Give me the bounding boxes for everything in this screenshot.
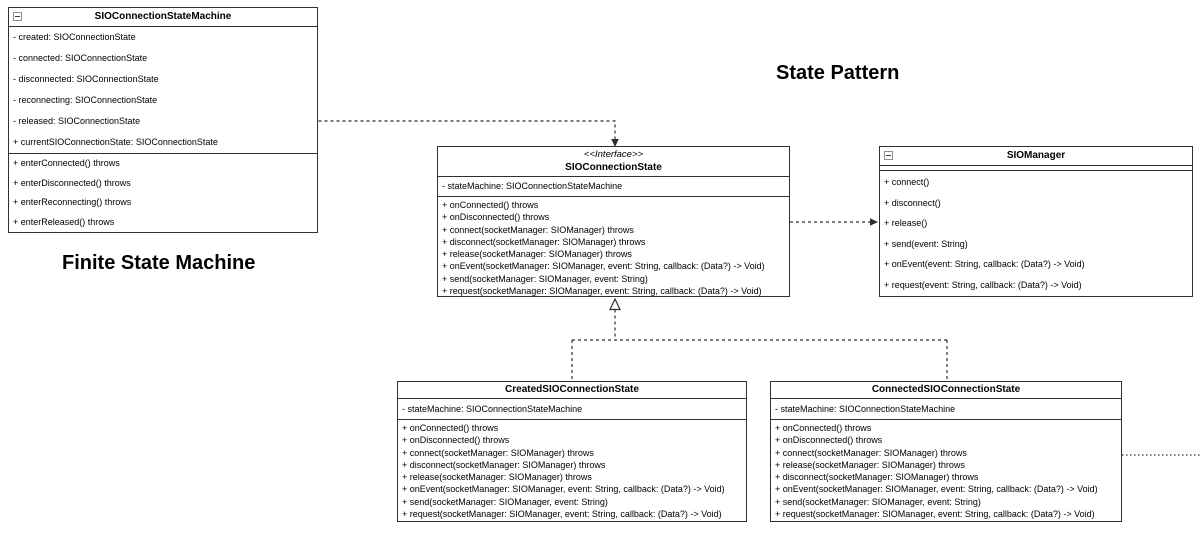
class-box-sioconnectionstate-interface[interactable]: <<Interface>> SIOConnectionState - state… (437, 146, 790, 297)
method-row: + onConnected() throws (775, 423, 872, 433)
method-row: + enterReconnecting() throws (13, 197, 132, 208)
method-row: + request(event: String, callback: (Data… (884, 279, 1082, 290)
class-title: CreatedSIOConnectionState (505, 384, 639, 395)
realization-triangle (609, 297, 621, 311)
method-row: + disconnect(socketManager: SIOManager) … (402, 459, 606, 470)
method-row: + onEvent(socketManager: SIOManager, eve… (402, 484, 725, 495)
method-row: + onConnected() throws (442, 200, 539, 210)
method-row: + connect(socketManager: SIOManager) thr… (442, 224, 634, 235)
attribute-row: - created: SIOConnectionState (13, 32, 136, 42)
method-row: + onEvent(socketManager: SIOManager, eve… (442, 261, 765, 272)
method-row: + request(socketManager: SIOManager, eve… (442, 286, 762, 297)
class-box-createdsioconnectionstate[interactable]: CreatedSIOConnectionState - stateMachine… (397, 381, 747, 522)
method-row: + connect(socketManager: SIOManager) thr… (402, 447, 594, 458)
method-row: + enterConnected() throws (13, 158, 120, 168)
attribute-row: - stateMachine: SIOConnectionStateMachin… (442, 181, 623, 191)
collapse-icon[interactable] (13, 12, 22, 21)
class-header: SIOConnectionStateMachine (9, 8, 317, 27)
attributes-compartment: - stateMachine: SIOConnectionStateMachin… (771, 399, 1121, 420)
attribute-row: - connected: SIOConnectionState (13, 53, 148, 63)
method-row: + enterDisconnected() throws (13, 177, 131, 188)
methods-compartment: + onConnected() throws + onDisconnected(… (398, 420, 746, 520)
method-row: + send(socketManager: SIOManager, event:… (775, 496, 981, 507)
dependency-edge-interface-to-siomanager[interactable] (790, 218, 878, 226)
attribute-row: - stateMachine: SIOConnectionStateMachin… (402, 404, 583, 414)
attribute-row: - released: SIOConnectionState (13, 116, 141, 126)
method-row: + onEvent(socketManager: SIOManager, eve… (775, 484, 1098, 495)
method-row: + onEvent(event: String, callback: (Data… (884, 259, 1085, 270)
class-header: CreatedSIOConnectionState (398, 382, 746, 399)
attribute-row: - reconnecting: SIOConnectionState (13, 95, 158, 105)
method-row: + onConnected() throws (402, 423, 499, 433)
attribute-row: + currentSIOConnectionState: SIOConnecti… (13, 137, 218, 147)
class-box-connectedsioconnectionstate[interactable]: ConnectedSIOConnectionState - stateMachi… (770, 381, 1122, 522)
class-title: ConnectedSIOConnectionState (871, 384, 1021, 395)
class-title: SIOConnectionStateMachine (94, 11, 232, 22)
method-row: + release(socketManager: SIOManager) thr… (442, 249, 632, 260)
attributes-compartment: - created: SIOConnectionState - connecte… (9, 27, 317, 154)
methods-compartment: + connect() + disconnect() + release() +… (880, 171, 1192, 296)
dependency-edge-statemachine-to-interface[interactable] (318, 120, 619, 147)
class-header: SIOManager (880, 147, 1192, 166)
methods-compartment: + onConnected() throws + onDisconnected(… (438, 197, 789, 297)
method-row: + disconnect(socketManager: SIOManager) … (442, 236, 646, 247)
collapse-icon[interactable] (884, 151, 893, 160)
methods-compartment: + enterConnected() throws + enterDisconn… (9, 154, 317, 232)
method-row: + disconnect() (884, 197, 941, 208)
realization-edges-states-to-interface[interactable] (571, 297, 948, 381)
state-pattern-heading: State Pattern (776, 62, 900, 84)
method-row: + release() (884, 218, 928, 229)
attributes-compartment-empty (880, 166, 1192, 171)
method-row: + onDisconnected() throws (402, 435, 510, 446)
method-row: + connect(socketManager: SIOManager) thr… (775, 447, 967, 458)
method-row: + disconnect(socketManager: SIOManager) … (775, 472, 979, 483)
finite-state-machine-heading: Finite State Machine (62, 252, 256, 274)
method-row: + release(socketManager: SIOManager) thr… (775, 459, 965, 470)
attributes-compartment: - stateMachine: SIOConnectionStateMachin… (438, 177, 789, 197)
class-box-siomanager[interactable]: SIOManager + connect() + disconnect() + … (879, 146, 1193, 297)
method-row: + onDisconnected() throws (442, 212, 550, 223)
class-header: <<Interface>> SIOConnectionState (438, 147, 789, 177)
class-title: SIOManager (1006, 150, 1066, 161)
attribute-row: - stateMachine: SIOConnectionStateMachin… (775, 404, 956, 414)
method-row: + send(event: String) (884, 238, 968, 249)
class-box-sioconnectionstatemachine[interactable]: SIOConnectionStateMachine - created: SIO… (8, 7, 318, 233)
method-row: + release(socketManager: SIOManager) thr… (402, 472, 592, 483)
stereotype-label: <<Interface>> (583, 149, 644, 160)
method-row: + send(socketManager: SIOManager, event:… (402, 496, 608, 507)
method-row: + onDisconnected() throws (775, 435, 883, 446)
class-title: SIOConnectionState (565, 162, 662, 173)
dependency-arrowhead (870, 218, 878, 226)
attribute-row: - disconnected: SIOConnectionState (13, 74, 159, 84)
class-header: ConnectedSIOConnectionState (771, 382, 1121, 399)
methods-compartment: + onConnected() throws + onDisconnected(… (771, 420, 1121, 520)
method-row: + request(socketManager: SIOManager, eve… (402, 509, 722, 520)
method-row: + connect() (884, 177, 930, 187)
method-row: + enterReleased() throws (13, 217, 115, 228)
method-row: + request(socketManager: SIOManager, eve… (775, 509, 1095, 520)
attributes-compartment: - stateMachine: SIOConnectionStateMachin… (398, 399, 746, 420)
method-row: + send(socketManager: SIOManager, event:… (442, 273, 648, 284)
